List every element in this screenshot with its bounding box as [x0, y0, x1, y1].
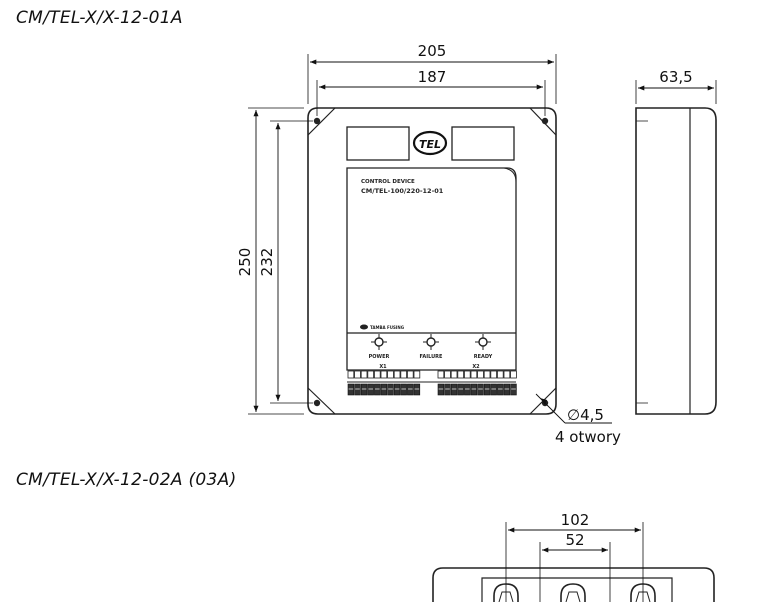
svg-text:POWER: POWER [369, 354, 390, 360]
dim-height-outer: 250 [236, 248, 254, 277]
panel-label-2: CM/TEL-100/220-12-01 [361, 187, 444, 195]
side-outline [635, 107, 717, 415]
window-left [346, 126, 410, 161]
dim-height-holes: 232 [258, 248, 276, 277]
terminal-x1-label: X1 [379, 364, 387, 370]
svg-text:READY: READY [474, 354, 493, 360]
maker-label: TAMBA FUSING [370, 325, 404, 330]
window-right [451, 126, 515, 161]
panel-label-1: CONTROL DEVICE [361, 179, 415, 185]
svg-text:TEL: TEL [419, 138, 441, 151]
front-panel [346, 167, 517, 371]
dim-bottom-outer: 102 [561, 511, 590, 529]
terminal-blocks [347, 370, 517, 396]
tel-logo: TEL [412, 130, 448, 156]
hole-count-label: 4 otwory [555, 428, 621, 446]
dim-width-holes: 187 [418, 68, 447, 86]
dim-depth: 63,5 [659, 68, 692, 86]
front-view: TEL CONTROL DEVICE CM/TEL-100/220-12-01 … [236, 42, 621, 446]
bottom-view: 102 52 [432, 511, 715, 602]
led-ready: READY [474, 334, 493, 360]
svg-text:FAILURE: FAILURE [420, 354, 443, 360]
side-view: 63,5 [635, 68, 717, 415]
drawing-title-bottom: CM/TEL-X/X-12-02A (03A) [16, 470, 237, 490]
led-power: POWER [369, 334, 390, 360]
dim-width-outer: 205 [418, 42, 447, 60]
dim-bottom-inner: 52 [565, 531, 584, 549]
led-failure: FAILURE [420, 334, 443, 360]
dim-hole-diameter: ∅4,5 [567, 406, 604, 424]
drawing-title-top: CM/TEL-X/X-12-01A [16, 8, 183, 28]
terminal-x2-label: X2 [472, 364, 480, 370]
